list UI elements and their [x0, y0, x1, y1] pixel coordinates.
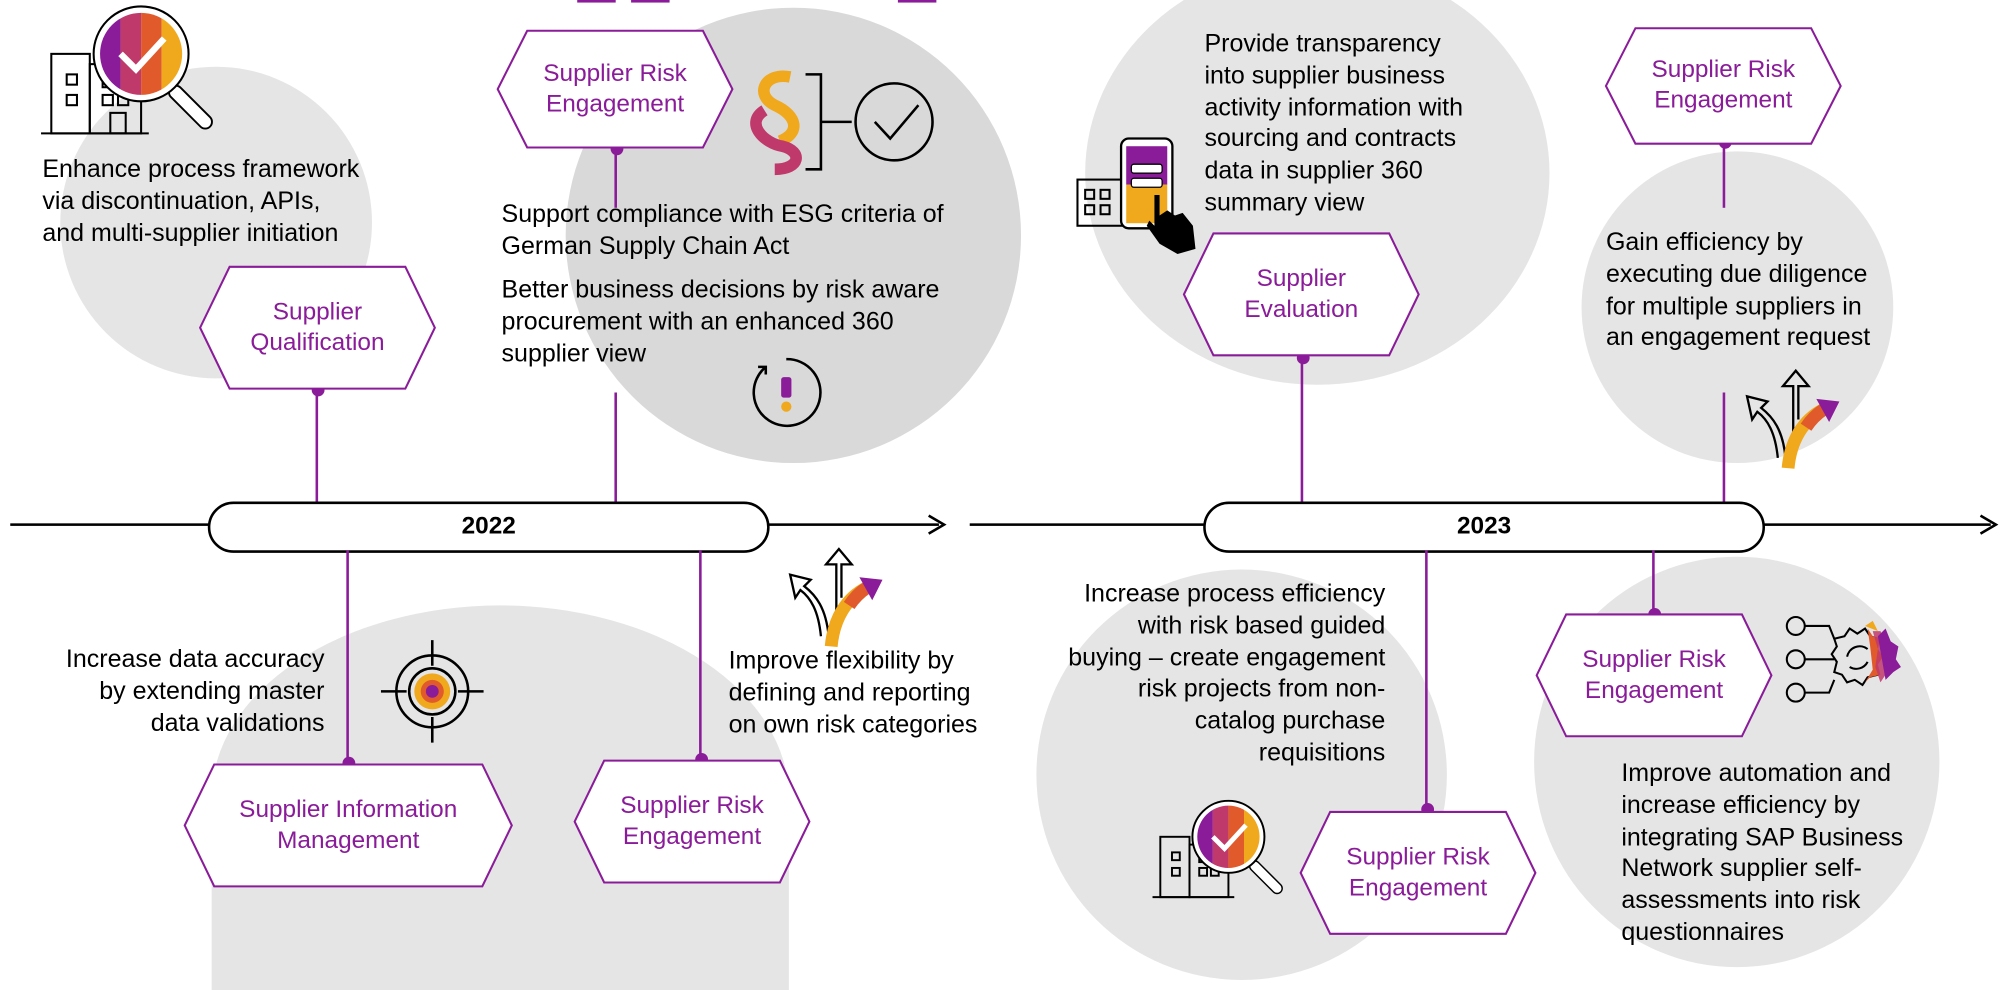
year-pill-2023: 2023	[1203, 501, 1765, 553]
risk-2022-top-description-2: Better business decisions by risk aware …	[501, 275, 940, 368]
automation-gear-icon	[1785, 615, 1901, 703]
hexagon-shape	[1182, 232, 1420, 357]
risk-2023-top-description: Gain efficiency by executing due diligen…	[1605, 228, 1871, 352]
arrow-right-icon	[1979, 514, 1999, 535]
hex-supplier-risk-engagement-2023-bottom-left: Supplier Risk Engagement	[1299, 810, 1537, 935]
year-label: 2022	[461, 513, 516, 541]
connector-line	[315, 388, 319, 502]
risk-2022-bottom-description: Improve flexibility by defining and repo…	[728, 646, 978, 739]
risk-2022-top-description-1: Support compliance with ESG criteria of …	[501, 200, 944, 261]
background-blob	[1581, 151, 1894, 464]
hex-label: Supplier Risk Engagement	[543, 59, 687, 118]
connector-line	[699, 550, 702, 759]
connector-line	[346, 550, 349, 764]
target-icon	[380, 640, 484, 743]
roadmap-diagram: 2022 2023 Supplier Qualification Supplie…	[10, 0, 1999, 990]
evaluation-description: Provide transparency into supplier busin…	[1204, 29, 1464, 217]
qualification-description: Enhance process framework via discontinu…	[42, 155, 360, 247]
connector-line	[1425, 550, 1428, 812]
hex-label: Supplier Evaluation	[1244, 265, 1359, 323]
building-magnifier-icon	[41, 5, 213, 135]
split-arrows-icon	[788, 547, 883, 648]
hex-label: Supplier Risk Engagement	[1651, 56, 1796, 115]
hex-label: Supplier Qualification	[250, 298, 385, 356]
risk-2023-bottom-left-description: Increase process efficiency with risk ba…	[1068, 579, 1386, 767]
connector-line	[614, 147, 617, 208]
year-pill-2022: 2022	[207, 501, 770, 553]
cropped-title-fragment	[577, 0, 937, 3]
arrow-right-icon	[928, 514, 947, 535]
compliance-check-icon	[750, 70, 934, 176]
hex-supplier-risk-engagement-2022-top: Supplier Risk Engagement	[496, 29, 734, 149]
connector-line	[1722, 392, 1726, 502]
hex-label: Supplier Risk Engagement	[1582, 646, 1726, 704]
connector-line	[614, 392, 617, 502]
hex-label: Supplier Risk Engagement	[620, 792, 764, 850]
hex-supplier-risk-engagement-2022-bottom: Supplier Risk Engagement	[573, 759, 811, 884]
hexagon-shape	[496, 29, 734, 149]
hexagon-shape	[1535, 613, 1773, 738]
hexagon-shape	[1604, 27, 1842, 145]
hex-supplier-information-management: Supplier Information Management	[183, 763, 513, 888]
hex-supplier-risk-engagement-2023-top: Supplier Risk Engagement	[1604, 27, 1842, 145]
split-arrows-icon	[1745, 368, 1840, 469]
hexagon-shape	[573, 759, 811, 884]
connector-line	[1652, 550, 1655, 615]
hex-label: Supplier Information Management	[239, 796, 458, 854]
connector-line	[1300, 356, 1304, 502]
info-mgmt-description: Increase data accuracy by extending mast…	[65, 645, 325, 737]
risk-alert-icon	[752, 357, 822, 428]
connector-line	[1722, 138, 1726, 208]
hexagon-shape	[198, 265, 436, 390]
hex-supplier-risk-engagement-2023-bottom-right: Supplier Risk Engagement	[1535, 613, 1773, 738]
mobile-login-icon	[1076, 137, 1196, 254]
hex-supplier-qualification: Supplier Qualification	[198, 265, 436, 390]
hex-label: Supplier Risk Engagement	[1346, 843, 1490, 902]
hexagon-shape	[183, 763, 513, 888]
hex-supplier-evaluation: Supplier Evaluation	[1182, 232, 1420, 357]
hexagon-shape	[1299, 810, 1537, 935]
building-magnifier-icon	[1152, 799, 1283, 899]
risk-2023-bottom-right-description: Improve automation and increase efficien…	[1621, 759, 1904, 947]
year-label: 2023	[1456, 513, 1512, 541]
